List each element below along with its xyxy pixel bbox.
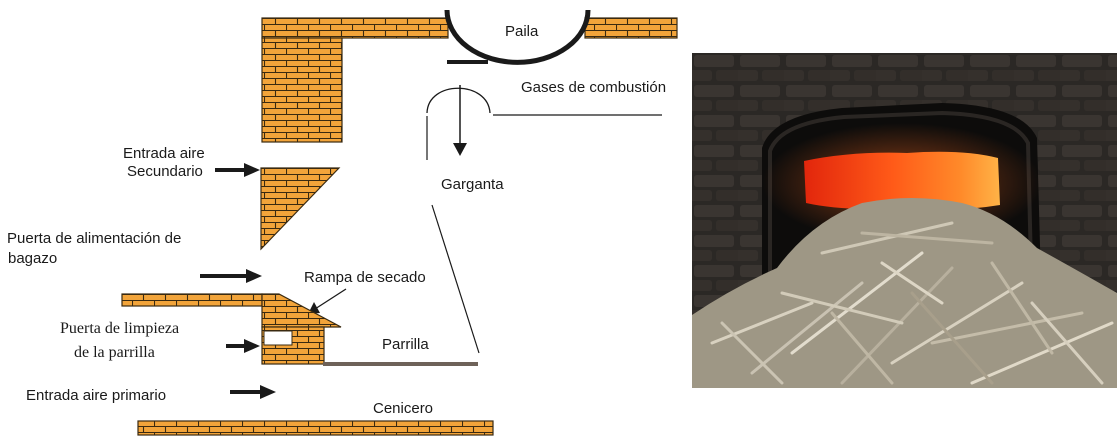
brick-shelf xyxy=(121,293,263,307)
arrow-limpieza-head xyxy=(244,339,260,353)
brick-wedge-upper xyxy=(260,167,341,251)
brick-wall-top-right xyxy=(584,17,678,39)
brick-wall-top xyxy=(261,17,449,39)
label-gases: Gases de combustión xyxy=(521,79,666,96)
label-alimentacion-1: Puerta de alimentación de xyxy=(7,230,181,247)
paila-pan xyxy=(444,9,591,65)
label-rampa: Rampa de secado xyxy=(304,269,426,286)
label-garganta: Garganta xyxy=(441,176,504,193)
label-aire-secundario-2: Secundario xyxy=(127,163,203,180)
label-limpieza-2: de la parrilla xyxy=(74,344,155,361)
arrow-aire-primario-head xyxy=(260,385,276,399)
furnace-diagram: Paila Gases de combustión Garganta Entra… xyxy=(7,9,678,436)
garganta-arrow-head xyxy=(453,143,467,156)
right-chamber-wall xyxy=(431,204,480,354)
fire-opening xyxy=(804,151,1000,210)
brick-floor xyxy=(137,420,494,436)
brick-ramp xyxy=(261,293,342,328)
bagasse-pile xyxy=(692,198,1117,388)
label-limpieza-1: Puerta de limpieza xyxy=(60,320,179,337)
label-alimentacion-2: bagazo xyxy=(8,250,57,267)
furnace-arch-rim xyxy=(768,110,1036,388)
label-parrilla: Parrilla xyxy=(382,336,429,353)
parrilla-grate xyxy=(323,362,478,366)
label-paila: Paila xyxy=(505,23,539,40)
label-aire-secundario-1: Entrada aire xyxy=(123,145,205,162)
label-cenicero: Cenicero xyxy=(373,400,433,417)
furnace-photo xyxy=(692,53,1117,388)
arrow-aire-secundario-head xyxy=(244,163,260,177)
arrow-alimentacion-head xyxy=(246,269,262,283)
garganta-arc xyxy=(426,87,491,114)
bagasse-fibers xyxy=(710,221,1114,385)
brick-wall-vertical xyxy=(261,37,343,143)
label-aire-primario: Entrada aire primario xyxy=(26,387,166,404)
rampa-pointer xyxy=(314,288,347,310)
cleaning-door-opening xyxy=(263,330,293,346)
